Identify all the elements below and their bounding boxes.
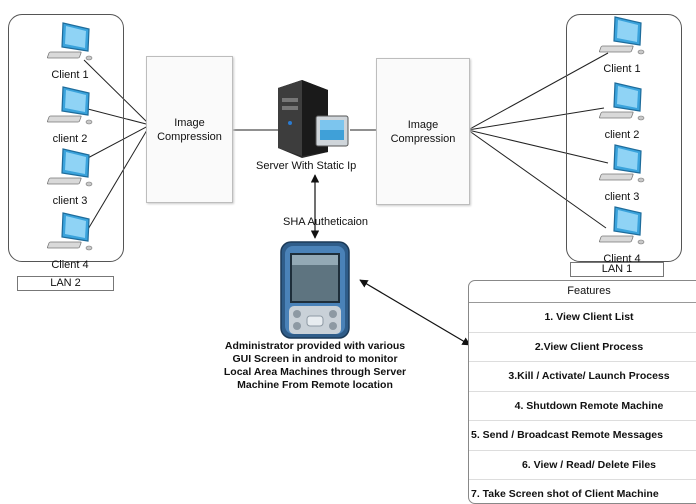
feature-item: 2.View Client Process [469, 333, 696, 362]
feature-item: 5. Send / Broadcast Remote Messages [469, 421, 696, 451]
lan-right-client-1[interactable]: Client 1 [582, 14, 662, 75]
lan-left-client-2[interactable]: client 2 [30, 84, 110, 145]
client-label: Client 1 [603, 63, 641, 75]
lan-left-client-3[interactable]: client 3 [30, 146, 110, 207]
image-compression-left: Image Compression [146, 56, 233, 203]
sha-auth-label: SHA Autheticaion [283, 216, 369, 228]
feature-item: 4. Shutdown Remote Machine [469, 392, 696, 421]
computer-icon [47, 212, 93, 251]
lan-right-label: LAN 1 [570, 262, 664, 277]
computer-icon [599, 16, 645, 55]
image-compression-right-label: Image Compression [390, 118, 456, 145]
features-title: Features [469, 281, 696, 303]
client-label: client 3 [604, 191, 640, 203]
image-compression-left-label: Image Compression [157, 116, 222, 143]
computer-icon [47, 22, 93, 61]
client-label: Client 4 [603, 253, 641, 265]
lan-right-box [566, 14, 682, 262]
server-icon [278, 80, 349, 158]
features-panel: Features 1. View Client List 2.View Clie… [468, 280, 696, 504]
image-compression-right: Image Compression [376, 58, 470, 205]
lan-left-box [8, 14, 124, 262]
client-label: Client 1 [51, 69, 89, 81]
lan-left-client-4[interactable]: Client 4 [30, 210, 110, 271]
android-device-icon[interactable] [279, 240, 351, 340]
client-label: client 2 [604, 129, 640, 141]
computer-icon [599, 206, 645, 245]
feature-item: 6. View / Read/ Delete Files [469, 451, 696, 480]
client-label: client 3 [52, 195, 88, 207]
administrator-description: Administrator provided with various GUI … [223, 340, 407, 391]
computer-icon [599, 82, 645, 121]
computer-icon [599, 144, 645, 183]
server-label: Server With Static Ip [256, 160, 357, 172]
feature-item: 3.Kill / Activate/ Launch Process [469, 362, 696, 392]
computer-icon [47, 86, 93, 125]
feature-item: 1. View Client List [469, 303, 696, 333]
lan-right-client-3[interactable]: client 3 [582, 142, 662, 203]
lan-right-client-2[interactable]: client 2 [582, 80, 662, 141]
lan-left-label: LAN 2 [17, 276, 114, 291]
client-label: client 2 [52, 133, 88, 145]
feature-item: 7. Take Screen shot of Client Machine [469, 480, 696, 503]
client-label: Client 4 [51, 259, 89, 271]
lan-left-client-1[interactable]: Client 1 [30, 20, 110, 81]
lan-right-client-4[interactable]: Client 4 [582, 204, 662, 265]
computer-icon [47, 148, 93, 187]
